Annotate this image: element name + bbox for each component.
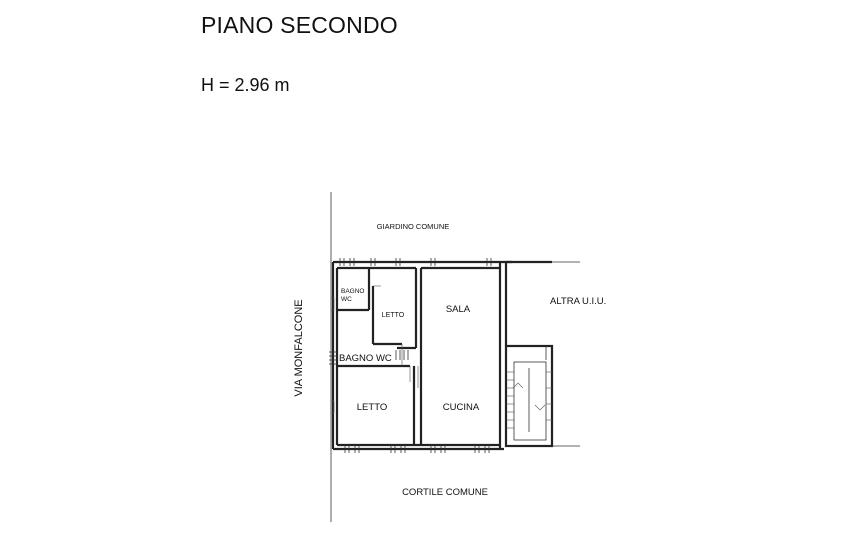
room-letto-big: LETTO — [357, 402, 387, 413]
room-bagno-small-line1: BAGNO — [341, 288, 364, 295]
other-unit-label: ALTRA U.I.U. — [550, 296, 606, 307]
outer-walls — [331, 260, 552, 451]
staircase — [504, 261, 580, 448]
room-bagno-small-line2: WC — [341, 296, 352, 303]
room-bagno-wc: BAGNO WC — [339, 353, 392, 364]
room-sala: SALA — [446, 304, 471, 315]
street-label: VIA MONFALCONE — [293, 299, 305, 396]
room-letto-small: LETTO — [382, 312, 405, 319]
floor-title: PIANO SECONDO — [201, 12, 398, 38]
windows — [329, 258, 492, 453]
room-cucina: CUCINA — [443, 402, 480, 413]
interior-walls — [335, 266, 500, 447]
south-label: CORTILE COMUNE — [402, 487, 488, 498]
door-swings — [373, 285, 419, 388]
north-label: GIARDINO COMUNE — [377, 222, 450, 231]
ceiling-height: H = 2.96 m — [201, 75, 290, 95]
